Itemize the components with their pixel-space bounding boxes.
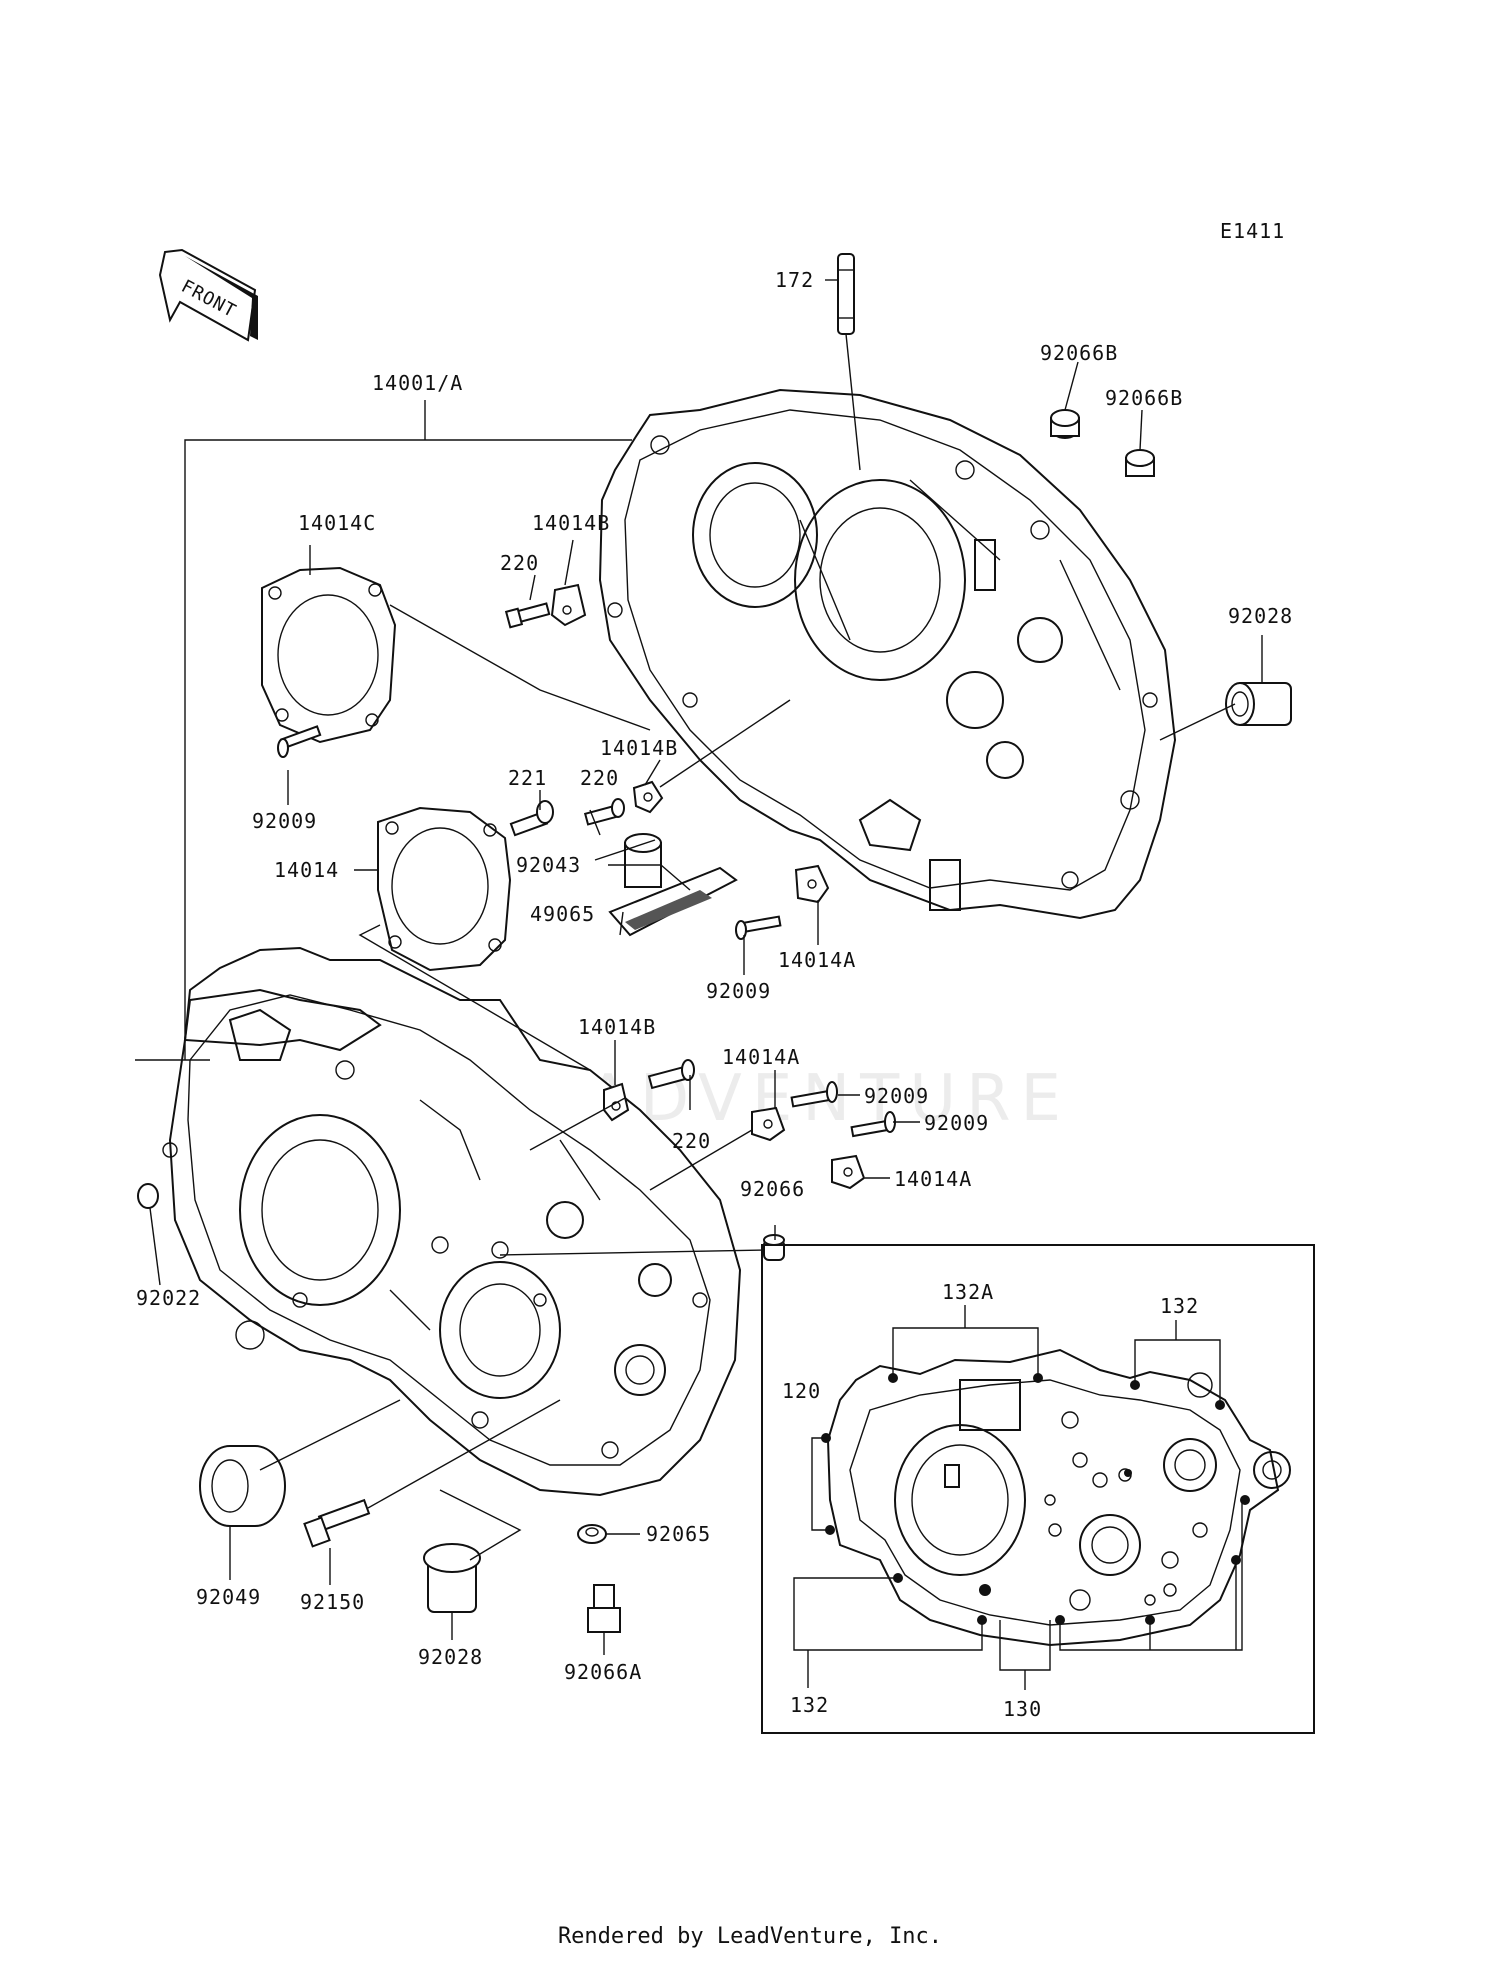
callout-220-1: 220: [500, 551, 539, 575]
screw-92009-a: [277, 725, 322, 758]
callout-49065: 49065: [530, 902, 595, 926]
callout-92066: 92066: [740, 1177, 805, 1201]
leader-lines: [135, 279, 1263, 1655]
callout-14014c: 14014C: [298, 511, 376, 535]
callout-92066b-2: 92066B: [1105, 386, 1183, 410]
washer-92065: [577, 1524, 607, 1544]
lock-plate-14014a-a: [794, 864, 830, 904]
callout-14014a-1: 14014A: [778, 948, 856, 972]
inset-callout-132a: 132A: [942, 1280, 994, 1304]
lock-plate-14014b-b: [632, 780, 664, 814]
bolt-220-a: [504, 602, 551, 629]
cover-14014: [377, 806, 512, 972]
diagram-code: E1411: [1220, 219, 1285, 243]
callout-14014a-3: 14014A: [894, 1167, 972, 1191]
callout-220-2: 220: [580, 766, 619, 790]
inset-callout-132-bottom: 132: [790, 1693, 829, 1717]
callout-14014b-2: 14014B: [600, 736, 678, 760]
stud-92150: [303, 1498, 371, 1548]
callout-14001a: 14001/A: [372, 371, 463, 395]
callout-220-3: 220: [672, 1129, 711, 1153]
collar-92028-upper: [1225, 682, 1292, 726]
collar-92043: [624, 833, 662, 888]
callout-221: 221: [508, 766, 547, 790]
callout-92065: 92065: [646, 1522, 711, 1546]
callout-92043: 92043: [516, 853, 581, 877]
callout-172: 172: [775, 268, 814, 292]
right-crankcase-half: [598, 388, 1177, 920]
callout-14014a-2: 14014A: [722, 1045, 800, 1069]
collar-92028-lower: [423, 1543, 481, 1613]
callout-92009-1: 92009: [252, 809, 317, 833]
callout-92009-3: 92009: [864, 1084, 929, 1108]
callout-92066a: 92066A: [564, 1660, 642, 1684]
dowel-92066: [763, 1234, 785, 1261]
callout-92009-4: 92009: [924, 1111, 989, 1135]
lock-plate-14014a-c: [831, 1154, 866, 1190]
plug-92066b-2: [1125, 449, 1155, 477]
plug-92066a: [587, 1584, 621, 1633]
screw-92009-d: [850, 1111, 896, 1138]
callout-14014: 14014: [274, 858, 339, 882]
lock-plate-14014b-c: [603, 1082, 630, 1122]
left-crankcase-half: [162, 946, 742, 1497]
bolt-location-inset: 132A 132 120 132 130: [761, 1244, 1315, 1734]
screw-92009-c: [790, 1081, 838, 1108]
callout-92022: 92022: [136, 1286, 201, 1310]
callout-92150: 92150: [300, 1590, 365, 1614]
callout-92066b-1: 92066B: [1040, 341, 1118, 365]
bolt-220-b: [583, 798, 625, 826]
callout-92049: 92049: [196, 1585, 261, 1609]
plate-49065: [608, 866, 738, 937]
stud-172: [837, 253, 855, 335]
o-ring-92022: [137, 1183, 159, 1209]
bolt-220-c: [647, 1059, 695, 1090]
inset-callout-120: 120: [782, 1379, 821, 1403]
inset-frame: [761, 1244, 1315, 1734]
callout-14014b-1: 14014B: [532, 511, 610, 535]
lock-plate-14014b-a: [550, 583, 587, 627]
callout-labels: 172 92066B 92066B 14001/A 14014C 14014B …: [136, 268, 1293, 1684]
oil-seal-92049: [199, 1445, 286, 1527]
screw-92009-b: [735, 915, 782, 940]
callout-14014b-3: 14014B: [578, 1015, 656, 1039]
callout-92009-2: 92009: [706, 979, 771, 1003]
gasket-14014c: [261, 566, 397, 744]
front-arrow-icon: FRONT: [158, 248, 258, 342]
inset-callout-130: 130: [1003, 1697, 1042, 1721]
callout-92028-2: 92028: [418, 1645, 483, 1669]
bolt-221: [509, 800, 554, 837]
inset-callout-132-top: 132: [1160, 1294, 1199, 1318]
footer-credit: Rendered by LeadVenture, Inc.: [557, 1924, 943, 1949]
callout-92028-1: 92028: [1228, 604, 1293, 628]
plug-92066b-1: [1050, 409, 1080, 439]
